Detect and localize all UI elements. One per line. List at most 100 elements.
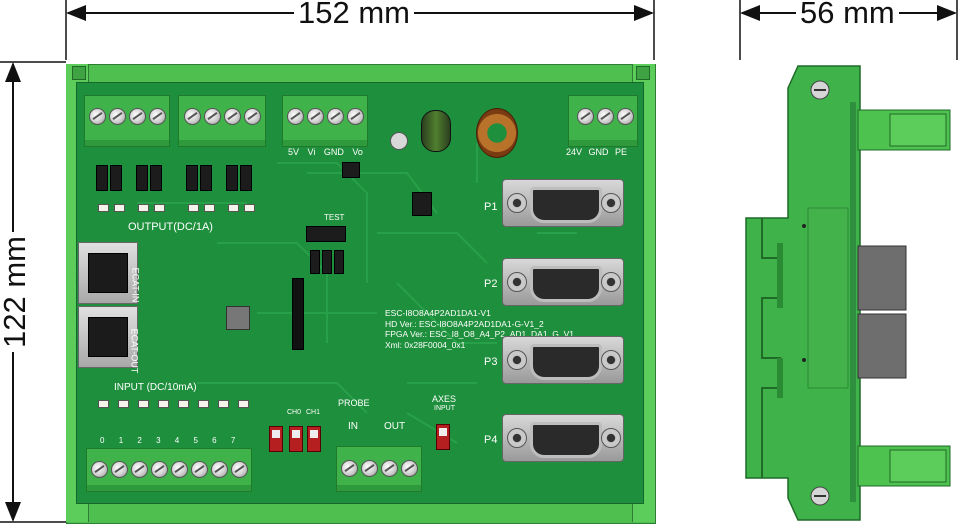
screw-icon: [244, 108, 261, 125]
power-terminal-block[interactable]: [568, 95, 638, 147]
board-id-block: ESC-I8O8A4P2AD1DA1-V1 HD Ver.: ESC-I8O8A…: [385, 308, 574, 350]
npn-pnp-switch[interactable]: [269, 426, 283, 452]
screw-icon: [231, 461, 248, 478]
ethercat-in-port[interactable]: [78, 242, 138, 304]
output-led: [204, 204, 215, 212]
ic-small: [334, 250, 344, 274]
screw-icon: [381, 460, 398, 477]
screw-icon: [401, 460, 418, 477]
power-labels: 24V GND PE: [566, 147, 628, 157]
pcb-traces: [137, 143, 577, 444]
test-label: TEST: [324, 213, 345, 222]
input-terminal-block[interactable]: [86, 448, 252, 492]
ch1-label: CH1: [306, 409, 321, 416]
transistor: [96, 165, 108, 191]
screw-icon: [361, 460, 378, 477]
input-label: INPUT (DC/10mA): [114, 382, 197, 393]
inductor-chip: [412, 192, 432, 216]
regulator-chip: [342, 162, 360, 178]
supply-terminal-block[interactable]: [282, 95, 368, 147]
fpga-chip: [226, 306, 250, 330]
db9-connector-p4[interactable]: [502, 414, 624, 462]
output-led: [188, 204, 199, 212]
output-led: [154, 204, 165, 212]
screw-icon: [109, 108, 126, 125]
screw-icon: [204, 108, 221, 125]
screw-icon: [341, 460, 358, 477]
input-number-row: 0 1 2 3 4 5 6 7: [100, 436, 236, 445]
ic-small: [322, 250, 332, 274]
output-led: [228, 204, 239, 212]
transistor: [226, 165, 238, 191]
rail-clip: [636, 66, 650, 80]
db9-connector-p1[interactable]: [502, 179, 624, 227]
probe-terminal-block[interactable]: [336, 446, 422, 492]
screw-icon: [149, 108, 166, 125]
axes-switch[interactable]: [436, 424, 450, 450]
screw-icon: [111, 461, 128, 478]
screw-icon: [617, 108, 634, 125]
port-label-p2: P2: [484, 278, 498, 290]
input-led: [238, 400, 249, 408]
screw-icon: [224, 108, 241, 125]
screw-icon: [211, 461, 228, 478]
input-led: [178, 400, 189, 408]
screw-icon: [327, 108, 344, 125]
port-label-p3: P3: [484, 356, 498, 368]
screw-icon: [347, 108, 364, 125]
screw-icon: [151, 461, 168, 478]
output-terminal-block-2[interactable]: [178, 95, 266, 147]
test-header: [306, 226, 346, 242]
port-label-p4: P4: [484, 434, 498, 446]
screw-icon: [287, 108, 304, 125]
toroid-inductor: [476, 108, 518, 158]
output-led: [98, 204, 109, 212]
ethercat-out-port[interactable]: [78, 306, 138, 368]
probe-out-label: OUT: [384, 421, 406, 432]
output-label: OUTPUT(DC/1A): [128, 221, 213, 233]
depth-label: 56 mm: [796, 0, 899, 30]
screw-icon: [597, 108, 614, 125]
output-led: [114, 204, 125, 212]
input-led: [218, 400, 229, 408]
screw-icon: [184, 108, 201, 125]
capacitor: [421, 110, 451, 152]
transistor: [200, 165, 212, 191]
ch1-switch[interactable]: [307, 426, 321, 452]
screw-icon: [577, 108, 594, 125]
small-capacitor: [390, 132, 408, 150]
board-id: ESC-I8O8A4P2AD1DA1-V1: [385, 308, 491, 318]
db9-connector-p2[interactable]: [502, 258, 624, 306]
input-led: [158, 400, 169, 408]
width-label: 152 mm: [294, 0, 414, 30]
hd-version: HD Ver.: ESC-I8O8A4P2AD1DA1-G-V1_2: [385, 318, 544, 329]
screw-icon: [129, 108, 146, 125]
ecat-in-label: ECAT-IN: [130, 267, 141, 303]
output-terminal-block-1[interactable]: [84, 95, 170, 147]
pin-header: [292, 278, 304, 350]
probe-label: PROBE: [338, 398, 370, 408]
probe-in-label: IN: [348, 421, 358, 432]
ic-small: [310, 250, 320, 274]
transistor: [240, 165, 252, 191]
transistor: [186, 165, 198, 191]
ch0-label: CH0: [287, 409, 302, 416]
height-label: 122 mm: [0, 232, 32, 352]
axes-label: AXES: [432, 394, 457, 404]
input-led: [198, 400, 209, 408]
xml-version: Xml: 0x28F0004_0x1: [385, 339, 466, 350]
db9-connector-p3[interactable]: [502, 336, 624, 384]
input-led: [98, 400, 109, 408]
output-led: [244, 204, 255, 212]
input-led: [118, 400, 129, 408]
transistor: [110, 165, 122, 191]
screw-icon: [307, 108, 324, 125]
axes-input-label: INPUT: [434, 405, 455, 412]
screw-icon: [131, 461, 148, 478]
screw-icon: [171, 461, 188, 478]
port-label-p1: P1: [484, 201, 498, 213]
ecat-out-label: ECAT-OUT: [129, 328, 140, 374]
transistor: [136, 165, 148, 191]
ch0-switch[interactable]: [289, 426, 303, 452]
transistor: [150, 165, 162, 191]
